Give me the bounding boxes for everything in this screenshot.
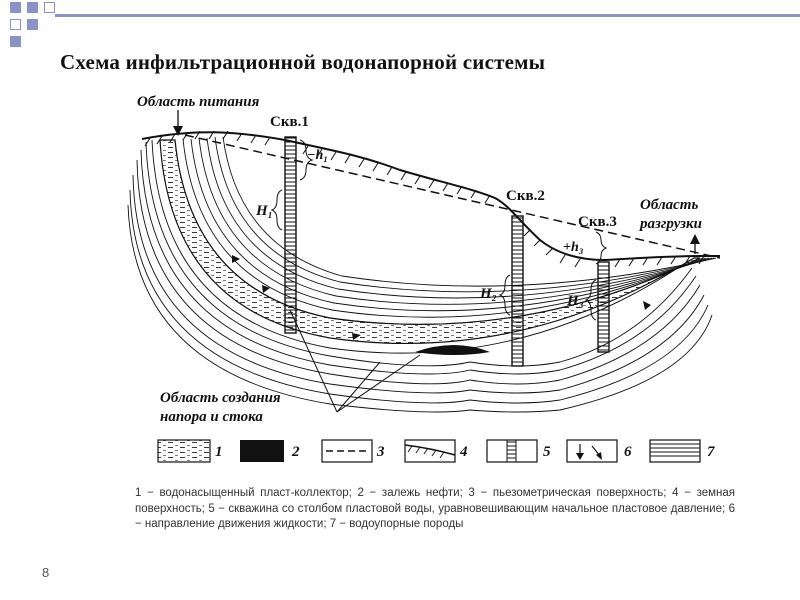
well-2-head-label: H₂ (479, 286, 497, 302)
legend-number: 6 (624, 444, 632, 460)
h1-brace (299, 139, 314, 181)
legend-dashed-icon (321, 439, 373, 463)
H3-brace (584, 279, 597, 321)
discharge-area-label-1: Область (640, 197, 698, 213)
well-2-label: Скв.2 (506, 188, 545, 204)
H2-brace (498, 274, 511, 316)
piezometric-surface (184, 134, 721, 259)
pressure-callout-lines (289, 309, 421, 413)
legend-caption: 1 − водонасыщенный пласт-коллектор; 2 − … (135, 487, 735, 530)
lower-aquitard-layers (127, 139, 713, 413)
deco-square (10, 36, 21, 47)
well-3-level-label: +h₃ (563, 240, 584, 255)
well-1-label: Скв.1 (270, 114, 309, 130)
well-1-head-label: H₁ (255, 203, 273, 219)
legend-number: 1 (215, 444, 223, 460)
pressure-area-label-1: Область создания (160, 390, 281, 406)
well-2 (511, 215, 524, 367)
legend-number: 4 (459, 444, 468, 460)
well-3 (597, 261, 610, 353)
recharge-arrow-head (173, 126, 183, 136)
well-3-head-label: H₃ (566, 293, 584, 309)
aquifer-layer (159, 139, 701, 345)
header-rule (55, 14, 800, 17)
legend-number: 3 (376, 444, 385, 460)
well-1-level-label: −h₁ (307, 148, 328, 163)
legend-number: 2 (291, 444, 300, 460)
H1-brace (270, 189, 283, 231)
h3-brace (595, 231, 608, 265)
deco-square (27, 19, 38, 30)
legend: 1 2 3 4 5 6 7 (157, 439, 715, 463)
flow-arrows (232, 255, 651, 340)
legend-number: 5 (543, 444, 551, 460)
slide-title: Схема инфильтрационной водонапорной сист… (60, 50, 546, 74)
legend-lines-icon (649, 439, 701, 463)
ground-surface (141, 131, 720, 262)
deco-square (10, 2, 21, 13)
slide-number: 8 (42, 565, 50, 580)
legend-oil-icon (240, 440, 284, 462)
deco-square (27, 2, 38, 13)
legend-aquifer-icon (157, 439, 211, 463)
discharge-arrow-head (690, 234, 700, 244)
ground-hatch (144, 130, 705, 268)
well-1 (284, 136, 297, 334)
legend-ground-icon (404, 439, 456, 463)
pressure-area-label-2: напора и стока (160, 409, 263, 425)
recharge-area-label: Область питания (137, 94, 260, 110)
legend-number: 7 (707, 444, 715, 460)
deco-square (10, 19, 21, 30)
legend-flow-icon (566, 439, 618, 463)
well-3-label: Скв.3 (578, 214, 617, 230)
discharge-area-label-2: разгрузки (638, 216, 702, 232)
deco-square (44, 2, 55, 13)
